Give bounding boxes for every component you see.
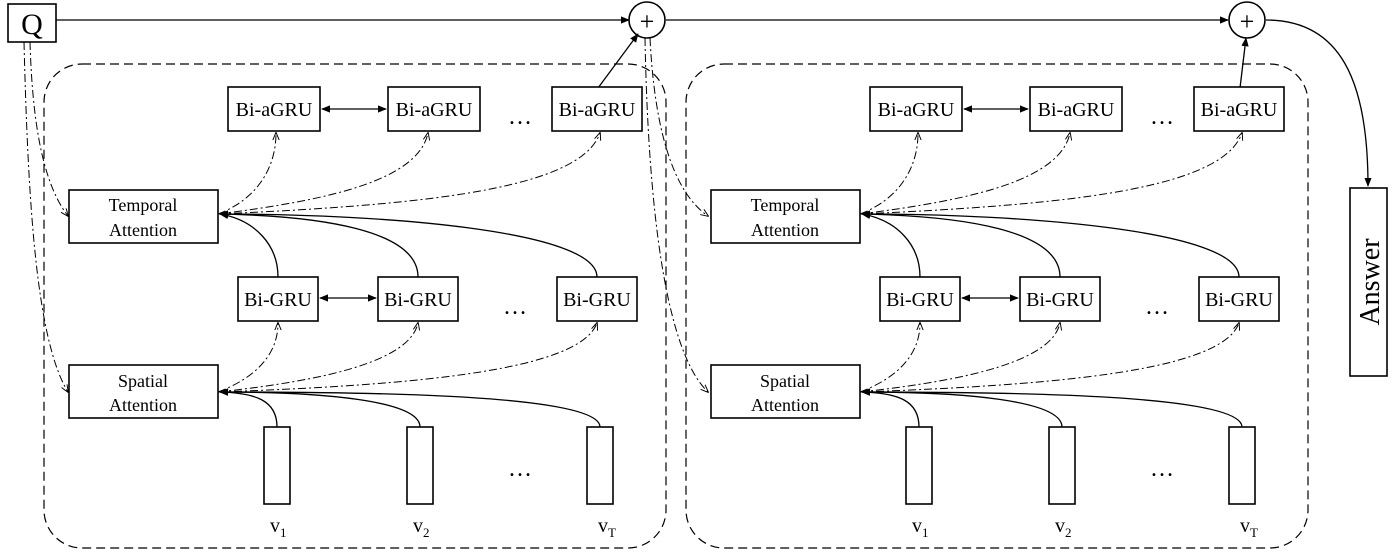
attention-flow [859, 133, 1242, 215]
bi-gru-label: Bi-GRU [244, 289, 312, 311]
bi-agru-cell: Bi-aGRU [1193, 86, 1285, 132]
attention-flow [217, 323, 597, 393]
ellipsis: … [508, 456, 532, 482]
frame-label: v2 [413, 515, 430, 540]
attention-flow [217, 133, 600, 215]
bi-gru-cell: Bi-GRU [1019, 276, 1101, 322]
memory-to-spatial-attention-2 [644, 37, 708, 392]
bi-agru-label: Bi-aGRU [1038, 99, 1115, 121]
temporal-attention-label: Temporal [751, 195, 820, 215]
question-to-spatial-attention-1 [23, 41, 68, 392]
frame-label: v1 [912, 515, 929, 540]
attention-flow [859, 323, 1060, 393]
attention-flow [217, 323, 278, 393]
temporal-attention-label: Attention [751, 220, 819, 240]
feature-flow [861, 388, 1243, 428]
frame-label: vT [598, 515, 616, 540]
bi-agru-cell: Bi-aGRU [227, 86, 321, 132]
attention-flow [859, 133, 918, 215]
temporal-attention: Temporal Attention [68, 189, 219, 244]
bi-gru-cell: Bi-GRU [237, 276, 319, 322]
bi-agru-cell: Bi-aGRU [1029, 86, 1123, 132]
frame-label: v2 [1055, 515, 1072, 540]
encoding-flow [219, 211, 279, 278]
frame-feature [586, 426, 614, 505]
sum-node-1: + [628, 1, 666, 39]
plus-symbol: + [640, 7, 655, 36]
memory-to-temporal-attention-2 [649, 37, 708, 216]
reasoning-module-1: Bi-aGRU Bi-aGRU … Bi-aGRU Temporal Atten… [43, 63, 667, 549]
frame-feature [263, 426, 291, 505]
ellipsis: … [503, 294, 527, 320]
feature-flow [219, 388, 278, 428]
frame-label: v1 [270, 515, 287, 540]
question-node: Q [7, 3, 57, 43]
attention-flow [217, 133, 276, 215]
bi-gru-cell: Bi-GRU [556, 276, 638, 322]
bi-agru-label: Bi-aGRU [878, 99, 955, 121]
encoding-flow [219, 210, 598, 278]
bi-gru-label: Bi-GRU [1026, 289, 1094, 311]
temporal-attention-label: Attention [109, 220, 177, 240]
ellipsis: … [1145, 294, 1169, 320]
ellipsis: … [1150, 456, 1174, 482]
bi-gru-cell: Bi-GRU [879, 276, 961, 322]
agru-to-sum-1 [597, 33, 639, 89]
answer-label: Answer [1355, 238, 1386, 326]
spatial-attention-label: Spatial [118, 371, 168, 391]
attention-flow [217, 323, 418, 393]
encoding-flow [861, 211, 921, 278]
question-to-temporal-attention-1 [29, 41, 68, 216]
module-boundary [43, 63, 667, 549]
frame-feature [1048, 426, 1076, 505]
question-label: Q [21, 8, 43, 41]
bi-gru-label: Bi-GRU [563, 289, 631, 311]
spatial-attention-label: Attention [751, 395, 819, 415]
bi-gru-label: Bi-GRU [886, 289, 954, 311]
bi-agru-label: Bi-aGRU [396, 99, 473, 121]
encoding-flow [861, 210, 1240, 278]
ellipsis: … [1150, 104, 1174, 130]
bi-gru-cell: Bi-GRU [377, 276, 459, 322]
bi-agru-label: Bi-aGRU [1201, 99, 1278, 121]
attention-flow [217, 133, 428, 215]
frame-feature [1228, 426, 1256, 505]
sum-2-to-answer [1265, 19, 1372, 187]
answer-node: Answer [1349, 187, 1388, 377]
sum-node-2: + [1228, 1, 1266, 39]
spatial-attention-label: Attention [109, 395, 177, 415]
encoding-flow [219, 210, 419, 278]
bi-agru-label: Bi-aGRU [559, 99, 636, 121]
temporal-attention: Temporal Attention [710, 189, 861, 244]
bi-gru-label: Bi-GRU [1205, 289, 1273, 311]
attention-flow [859, 323, 920, 393]
temporal-attention-label: Temporal [109, 195, 178, 215]
attention-flow [859, 133, 1070, 215]
spatial-attention: Spatial Attention [710, 364, 861, 419]
encoding-flow [861, 210, 1061, 278]
frame-label: vT [1240, 515, 1258, 540]
frame-feature [905, 426, 933, 505]
agru-to-sum-2 [1239, 37, 1249, 89]
bi-gru-label: Bi-GRU [384, 289, 452, 311]
spatial-attention: Spatial Attention [68, 364, 219, 419]
bi-agru-label: Bi-aGRU [236, 99, 313, 121]
attention-flow [859, 323, 1239, 393]
ellipsis: … [508, 104, 532, 130]
bi-agru-cell: Bi-aGRU [869, 86, 963, 132]
feature-flow [219, 388, 601, 428]
plus-symbol: + [1240, 7, 1255, 36]
spatial-attention-label: Spatial [760, 371, 810, 391]
feature-flow [861, 388, 1063, 428]
module-boundary [685, 63, 1309, 549]
feature-flow [219, 388, 421, 428]
reasoning-module-2: Bi-aGRU Bi-aGRU … Bi-aGRU Temporal Atten… [685, 63, 1309, 549]
bi-agru-cell: Bi-aGRU [387, 86, 481, 132]
bi-gru-cell: Bi-GRU [1198, 276, 1280, 322]
feature-flow [861, 388, 920, 428]
frame-feature [406, 426, 434, 505]
bi-agru-cell: Bi-aGRU [551, 86, 643, 132]
